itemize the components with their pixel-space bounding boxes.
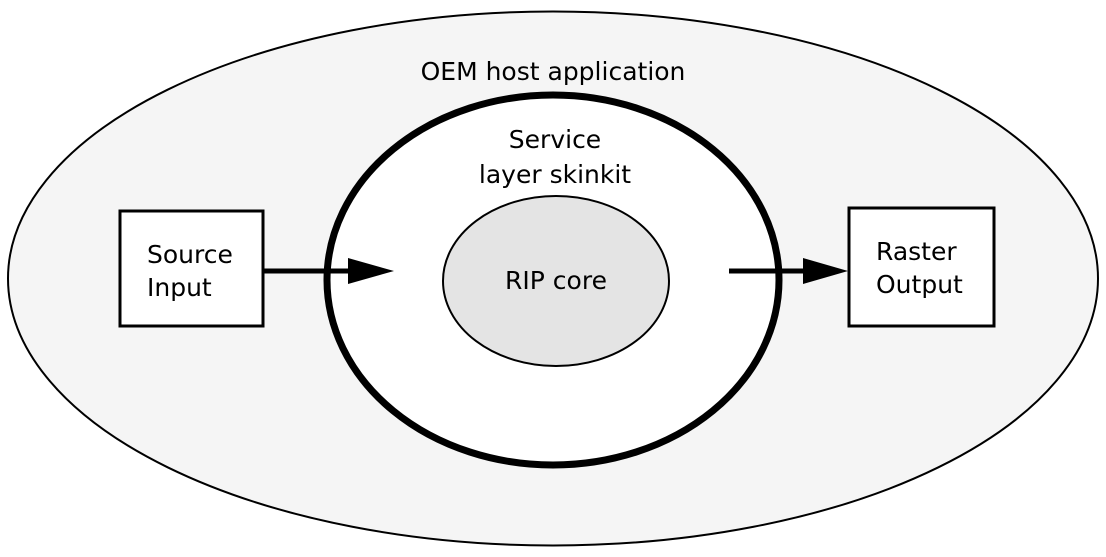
outer-ellipse-label: OEM host application	[421, 57, 686, 86]
output-arrow	[729, 258, 848, 284]
source-input-box	[118, 209, 265, 328]
raster-output-label-line2: Output	[876, 270, 963, 299]
middle-ellipse-label-line2: layer skinkit	[479, 160, 631, 189]
raster-output-box	[847, 206, 996, 328]
source-input-label-line1: Source	[147, 240, 233, 269]
middle-ellipse-label-line1: Service	[509, 125, 601, 154]
input-arrow	[264, 258, 394, 284]
raster-output-label-line1: Raster	[876, 237, 957, 266]
core-ellipse-rip-core	[442, 195, 670, 367]
source-input-label-line2: Input	[147, 273, 212, 302]
core-ellipse-label: RIP core	[505, 266, 607, 295]
